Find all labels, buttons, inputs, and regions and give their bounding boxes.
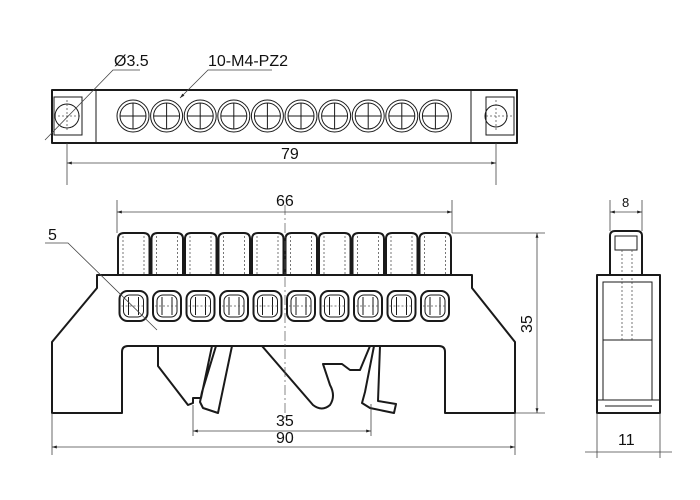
side-view-body (596, 274, 661, 414)
wire-holes (118, 290, 450, 322)
screw-head (250, 99, 284, 133)
wire-hole (420, 290, 450, 322)
length-79-label: 79 (281, 146, 299, 163)
screw-head (150, 99, 184, 133)
screw-head (351, 99, 385, 133)
caps-width-66-label: 66 (276, 193, 294, 210)
screws-label: 10-M4-PZ2 (208, 53, 288, 70)
screw-head (318, 99, 352, 133)
screw-cap (284, 232, 318, 275)
screw-head (217, 99, 251, 133)
cap-width-8-label: 8 (622, 195, 629, 210)
screw-cap (351, 232, 385, 275)
height-35-label: 35 (519, 315, 536, 333)
side-view: 8 11 (585, 195, 672, 458)
din-rail-35-label: 35 (276, 413, 294, 430)
screw-head (284, 99, 318, 133)
wire-hole (386, 290, 417, 322)
screw-head (418, 99, 452, 133)
top-view: Ø3.5 10-M4-PZ2 79 (44, 53, 518, 185)
hole-size-5-label: 5 (48, 227, 57, 244)
wire-hole (286, 290, 316, 322)
screw-head (116, 99, 150, 133)
front-view: 66 5 35 35 90 (45, 193, 545, 455)
screw-caps (117, 232, 452, 275)
screw-head (183, 99, 217, 133)
screw-head (385, 99, 419, 133)
top-view-body (51, 89, 518, 144)
screw-cap (251, 232, 285, 275)
screw-row (116, 99, 452, 133)
screw-cap (217, 232, 251, 275)
screw-cap (318, 232, 352, 275)
wire-hole (152, 290, 182, 322)
screw-cap (184, 232, 218, 275)
screw-cap (418, 232, 452, 275)
width-11-label: 11 (618, 432, 635, 449)
wire-hole (319, 290, 350, 322)
screw-cap (150, 232, 184, 275)
wire-hole (252, 290, 283, 322)
wire-hole (219, 290, 249, 322)
wire-hole (185, 290, 216, 322)
wire-hole (353, 290, 383, 322)
front-view-body (51, 274, 516, 414)
length-90-label: 90 (276, 430, 294, 447)
din-clip (157, 345, 397, 414)
screw-cap (385, 232, 419, 275)
hole-diameter-label: Ø3.5 (114, 53, 149, 70)
screw-cap (117, 232, 151, 275)
